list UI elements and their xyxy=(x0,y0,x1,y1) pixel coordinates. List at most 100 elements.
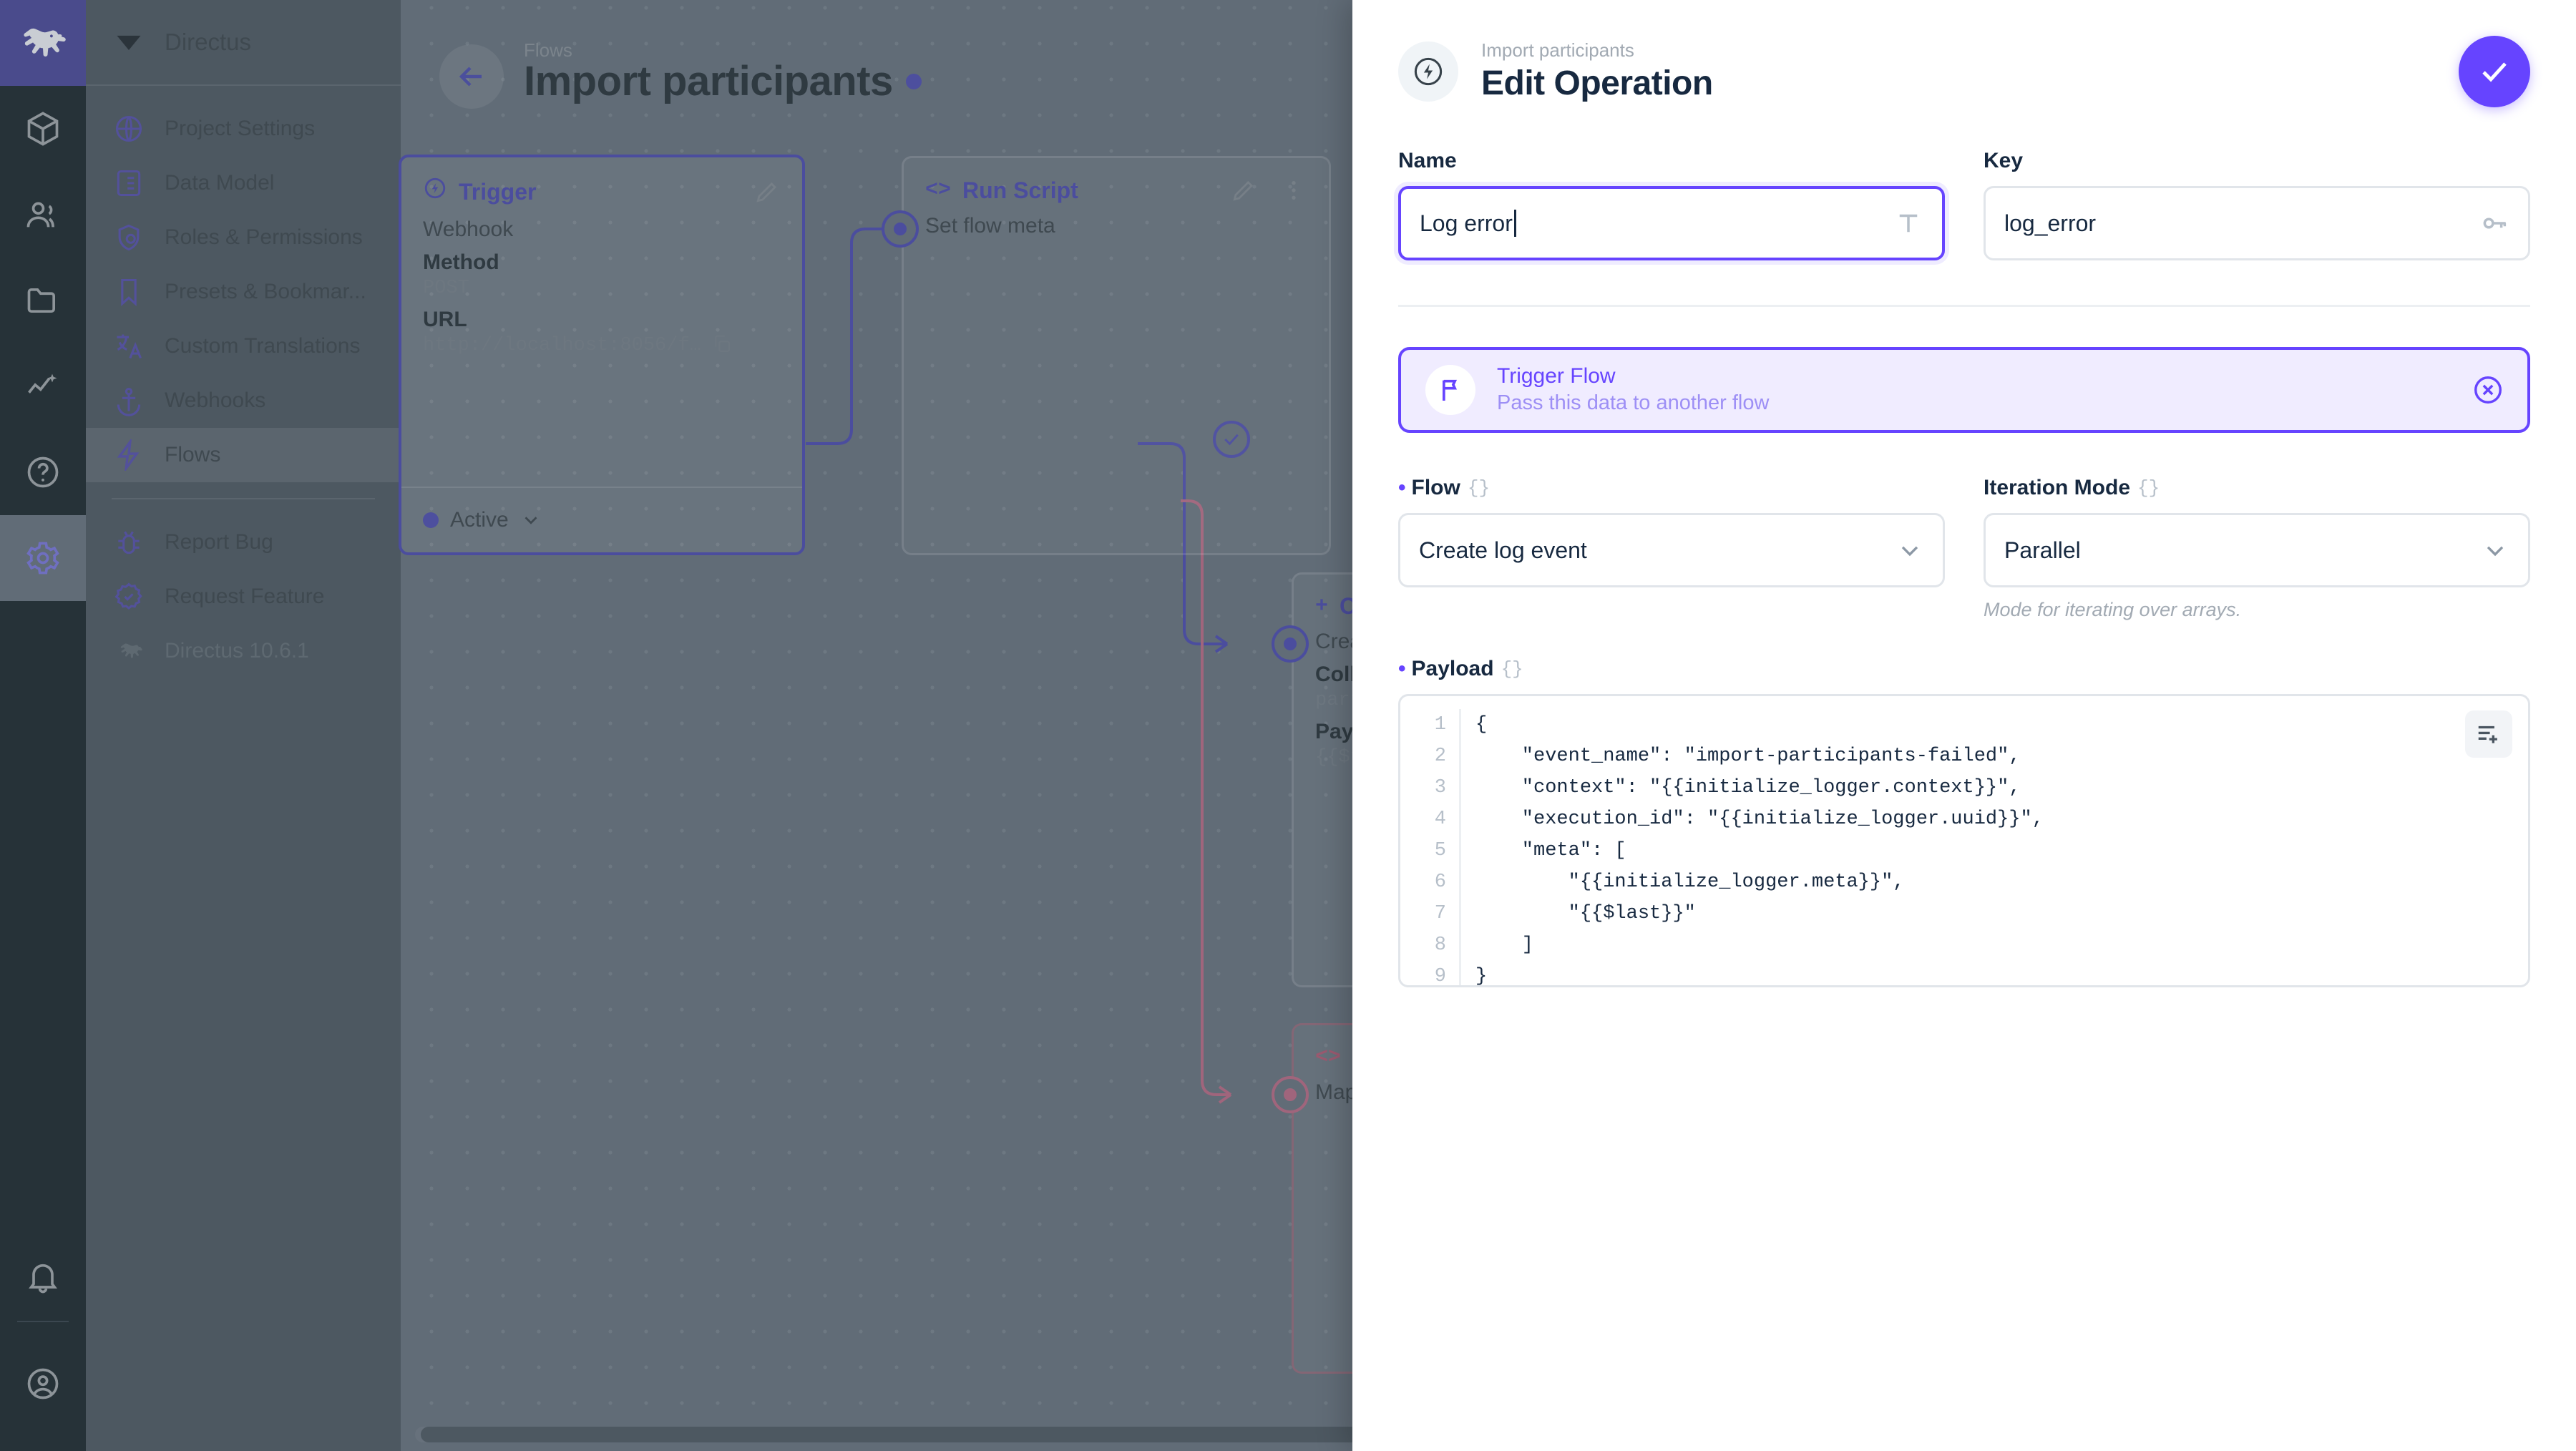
node-title: Trigger xyxy=(459,178,537,205)
payload-field-group: Payload {} 1{ 2 "event_name": "import-pa… xyxy=(1398,657,2530,987)
node-field-value: POST xyxy=(423,278,469,299)
sidebar-item-label: Custom Translations xyxy=(165,334,361,358)
node-status-label: Active xyxy=(450,508,509,532)
save-button[interactable] xyxy=(2459,36,2530,107)
flag-icon xyxy=(1425,365,1475,415)
operation-type-subtitle: Pass this data to another flow xyxy=(1497,391,1770,414)
arrow-left-icon xyxy=(459,67,482,87)
close-circle-icon[interactable] xyxy=(2472,373,2504,406)
status-dot xyxy=(423,512,439,528)
line-number: 5 xyxy=(1434,840,1446,861)
settings-sidebar: Directus Project Settings Data Model Rol… xyxy=(86,0,401,1451)
line-number: 7 xyxy=(1434,903,1446,924)
key-input[interactable]: log_error xyxy=(1984,186,2530,260)
breadcrumb[interactable]: Flows xyxy=(524,39,572,61)
check-icon xyxy=(2482,62,2507,82)
code-line: 6 "{{initialize_logger.meta}}", xyxy=(1400,866,2528,898)
node-handle-input[interactable] xyxy=(1272,1076,1309,1113)
code-line: 7 "{{$last}}" xyxy=(1400,898,2528,929)
name-input[interactable]: Log error xyxy=(1398,186,1945,260)
sidebar-item-label: Report Bug xyxy=(165,530,273,554)
project-header[interactable]: Directus xyxy=(86,0,401,86)
module-item-settings[interactable] xyxy=(0,515,86,601)
flow-node-trigger[interactable]: Trigger Webhook Method POST URL http://l… xyxy=(399,155,805,555)
text-caret xyxy=(1513,210,1516,237)
line-text: "context": "{{initialize_logger.context}… xyxy=(1459,772,2528,803)
operation-type-banner[interactable]: Trigger Flow Pass this data to another f… xyxy=(1398,347,2530,433)
chevron-down-icon[interactable] xyxy=(520,509,542,531)
insert-line-icon[interactable] xyxy=(2465,710,2512,758)
sidebar-item-request-feature[interactable]: Request Feature xyxy=(86,570,401,624)
line-number: 8 xyxy=(1434,934,1446,956)
code-brackets-icon: <> xyxy=(1315,1045,1342,1070)
iteration-field-group: Iteration Mode {} Parallel Mode for iter… xyxy=(1984,476,2530,621)
name-field-group: Name Log error xyxy=(1398,149,1945,260)
code-line: 4 "execution_id": "{{initialize_logger.u… xyxy=(1400,803,2528,835)
module-item-docs[interactable] xyxy=(0,429,86,515)
sidebar-item-version: Directus 10.6.1 xyxy=(86,624,401,678)
node-handle-input[interactable] xyxy=(1272,625,1309,663)
sidebar-item-presets-bookmarks[interactable]: Presets & Bookmar... xyxy=(86,265,401,319)
notifications-button[interactable] xyxy=(0,1235,86,1321)
iteration-mode-note: Mode for iterating over arrays. xyxy=(1984,599,2242,620)
flow-field-label-text: Flow xyxy=(1411,476,1460,499)
sidebar-item-project-settings[interactable]: Project Settings xyxy=(86,102,401,156)
dots-vertical-icon[interactable] xyxy=(1280,177,1307,204)
pencil-icon[interactable] xyxy=(1230,177,1257,204)
directus-rabbit-logo[interactable] xyxy=(0,0,86,86)
line-text: } xyxy=(1459,961,2528,985)
section-divider xyxy=(1398,305,2530,307)
line-text: "meta": [ xyxy=(1459,835,2528,866)
account-button[interactable] xyxy=(0,1341,86,1427)
drawer-title: Edit Operation xyxy=(1481,64,1713,102)
key-input-value: log_error xyxy=(2004,210,2097,236)
chevron-down-icon xyxy=(2481,536,2509,565)
line-number: 3 xyxy=(1434,777,1446,798)
payload-code-editor[interactable]: 1{ 2 "event_name": "import-participants-… xyxy=(1398,694,2530,987)
pencil-icon[interactable] xyxy=(753,178,781,205)
module-item-content[interactable] xyxy=(0,86,86,172)
flow-node-run-script-1[interactable]: <> Run Script Set flow meta xyxy=(902,156,1331,555)
payload-field-label: Payload {} xyxy=(1398,657,2530,681)
line-text: ] xyxy=(1459,929,2528,961)
sidebar-item-label: Flows xyxy=(165,443,221,466)
code-line: 3 "context": "{{initialize_logger.contex… xyxy=(1400,772,2528,803)
bookmark-icon xyxy=(112,275,146,309)
sidebar-item-label: Request Feature xyxy=(165,585,325,608)
sidebar-item-flows[interactable]: Flows xyxy=(86,428,401,482)
module-item-files[interactable] xyxy=(0,258,86,343)
flow-field-group: Flow {} Create log event xyxy=(1398,476,1945,621)
braces-icon: {} xyxy=(2137,477,2160,499)
node-footer[interactable]: Active xyxy=(401,487,802,552)
sidebar-item-data-model[interactable]: Data Model xyxy=(86,156,401,210)
line-text: "{{$last}}" xyxy=(1459,898,2528,929)
payload-field-label-text: Payload xyxy=(1411,657,1494,680)
project-title: Directus xyxy=(165,29,252,55)
sidebar-item-custom-translations[interactable]: Custom Translations xyxy=(86,319,401,373)
module-item-users[interactable] xyxy=(0,172,86,258)
sidebar-item-roles-permissions[interactable]: Roles & Permissions xyxy=(86,210,401,265)
module-item-insights[interactable] xyxy=(0,343,86,429)
node-handle-input[interactable] xyxy=(882,210,919,248)
iteration-mode-select[interactable]: Parallel xyxy=(1984,513,2530,587)
sidebar-divider xyxy=(112,498,375,499)
seal-check-icon xyxy=(112,580,146,614)
sidebar-item-webhooks[interactable]: Webhooks xyxy=(86,373,401,428)
flow-select[interactable]: Create log event xyxy=(1398,513,1945,587)
node-field-key: Method xyxy=(423,250,499,274)
back-button[interactable] xyxy=(439,44,504,109)
copy-icon[interactable] xyxy=(711,333,733,355)
flow-iteration-row: Flow {} Create log event Iteration Mode … xyxy=(1398,476,2530,621)
node-body: Webhook Method POST URL http://localhost… xyxy=(401,212,802,356)
code-line: 1{ xyxy=(1400,709,2528,741)
sidebar-item-report-bug[interactable]: Report Bug xyxy=(86,515,401,570)
line-text: "execution_id": "{{initialize_logger.uui… xyxy=(1459,803,2528,835)
key-field-label: Key xyxy=(1984,149,2024,172)
globe-icon xyxy=(112,112,146,146)
name-key-row: Name Log error Key log_error xyxy=(1398,149,2530,260)
iteration-field-label-text: Iteration Mode xyxy=(1984,476,2131,499)
node-handle-resolve[interactable] xyxy=(1213,421,1250,458)
plus-icon: + xyxy=(1315,594,1329,619)
flow-select-value: Create log event xyxy=(1419,537,1587,563)
iteration-mode-value: Parallel xyxy=(2004,537,2081,563)
